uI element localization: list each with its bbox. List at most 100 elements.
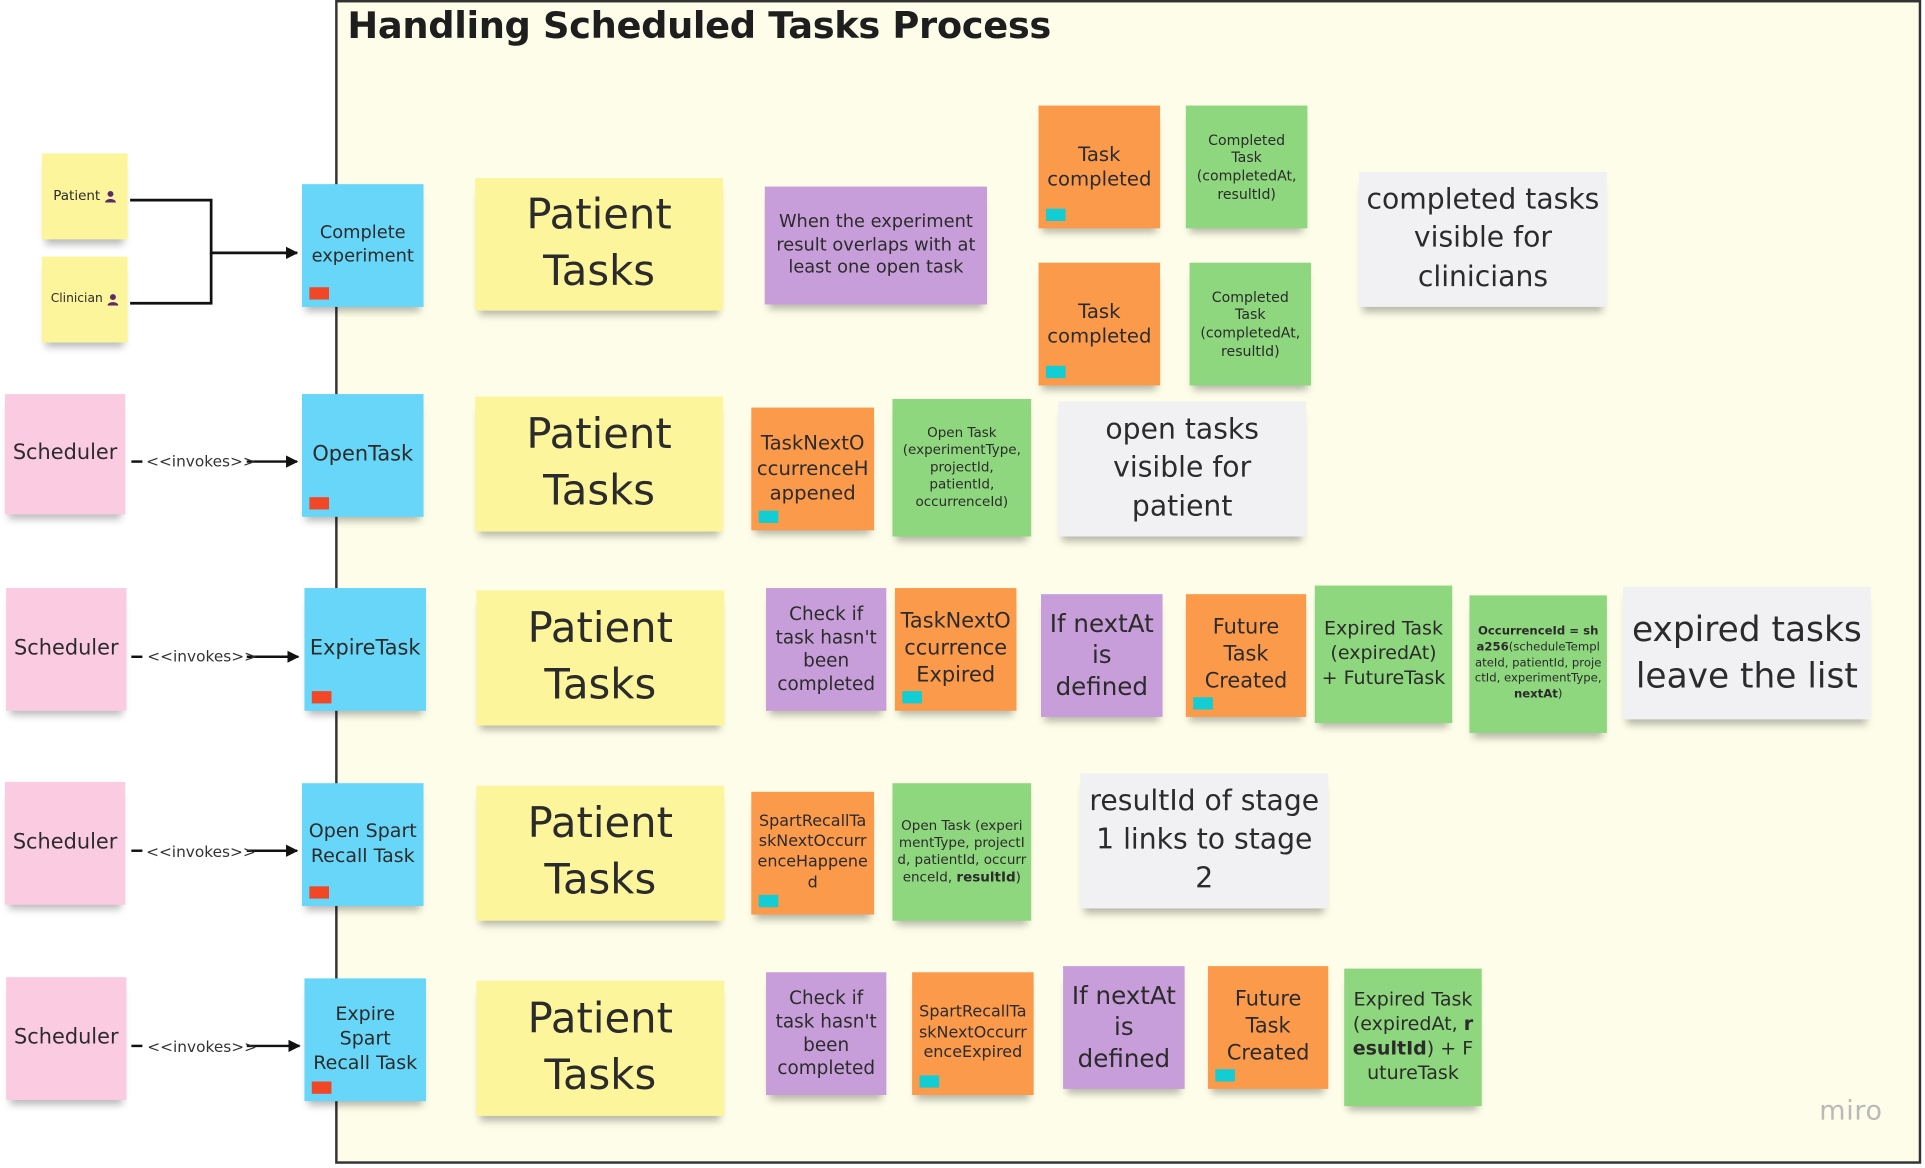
event-future-task-created-1[interactable]: Future Task Created: [1185, 594, 1307, 717]
aggregate-label: Patient Tasks: [527, 604, 673, 710]
readmodel-label: Completed Task (completedAt, resultId): [1196, 130, 1297, 203]
readmodel-expired-task-2[interactable]: Expired Task (expiredAt, resultId) + Fut…: [1344, 968, 1482, 1107]
actor-scheduler-2[interactable]: Scheduler: [6, 588, 127, 711]
policy-overlap[interactable]: When the experiment result overlaps with…: [764, 186, 987, 305]
event-label: TaskNextOccurrenceHappened: [756, 431, 869, 505]
condition-next-at-defined-1[interactable]: If nextAt is defined: [1041, 594, 1163, 717]
actor-scheduler-3[interactable]: Scheduler: [4, 781, 126, 905]
policy-label: Check if task hasn't been completed: [775, 986, 877, 1080]
aggregate-patient-tasks-3[interactable]: Patient Tasks: [476, 590, 725, 726]
aggregate-label: Patient Tasks: [527, 799, 673, 905]
aggregate-patient-tasks-4[interactable]: Patient Tasks: [476, 785, 725, 921]
invokes-label-1: <<invokes>>: [146, 451, 256, 471]
command-complete-experiment[interactable]: Complete experiment: [301, 184, 424, 307]
aggregate-label: Patient Tasks: [526, 410, 672, 516]
event-task-completed-a[interactable]: Task completed: [1038, 105, 1161, 229]
condition-next-at-defined-2[interactable]: If nextAt is defined: [1063, 966, 1185, 1089]
command-label: Complete experiment: [311, 223, 414, 267]
cyan-tag: [902, 691, 922, 704]
cyan-tag: [1045, 365, 1066, 379]
event-label: SpartRecallTaskNextOccurrenceHappened: [757, 812, 868, 893]
command-expire-task[interactable]: ExpireTask: [304, 588, 426, 711]
aggregate-patient-tasks-2[interactable]: Patient Tasks: [475, 396, 724, 532]
frame-title: Handling Scheduled Tasks Process: [347, 4, 1051, 48]
cyan-tag: [919, 1075, 940, 1088]
patient-connector: [130, 198, 299, 260]
actor-clinician[interactable]: Clinician: [41, 256, 128, 343]
condition-label: If nextAt is defined: [1049, 608, 1154, 701]
note-label: expired tasks leave the list: [1631, 609, 1862, 697]
clinician-connector: [130, 252, 213, 305]
red-tag: [309, 886, 329, 899]
policy-check-not-completed-1[interactable]: Check if task hasn't been completed: [766, 588, 887, 711]
aggregate-label: Patient Tasks: [526, 190, 672, 296]
invokes-label-2: <<invokes>>: [147, 646, 257, 666]
readmodel-label: Open Task (experimentType, projectId, pa…: [902, 424, 1021, 510]
formula-text: OccurrenceId = sha256(scheduleTemplateId…: [1474, 625, 1602, 704]
aggregate-label: Patient Tasks: [527, 994, 673, 1100]
formula-bold: OccurrenceId = sha256: [1476, 624, 1599, 655]
invokes-label-3: <<invokes>>: [146, 842, 256, 861]
event-next-occurrence-expired[interactable]: TaskNextOccurrenceExpired: [894, 588, 1017, 711]
cyan-tag: [1215, 1069, 1235, 1082]
note-label: completed tasks visible for clinicians: [1366, 184, 1600, 293]
command-label: OpenTask: [312, 442, 414, 467]
readmodel-pre: Open Task (experimentType, projectId, pa…: [897, 817, 1027, 886]
command-open-spart-recall[interactable]: Open Spart Recall Task: [301, 783, 424, 906]
readmodel-completed-task-a[interactable]: Completed Task (completedAt, resultId): [1185, 105, 1308, 229]
readmodel-pre: Expired Task (expiredAt,: [1352, 988, 1473, 1036]
event-label: Task completed: [1047, 298, 1152, 348]
readmodel-open-task-result[interactable]: Open Task (experimentType, projectId, pa…: [892, 783, 1032, 921]
formula-rest: (scheduleTemplateId, patientId, projectI…: [1474, 640, 1602, 686]
red-tag: [311, 691, 332, 704]
policy-label: Check if task hasn't been completed: [775, 602, 877, 696]
command-expire-spart-recall[interactable]: Expire Spart Recall Task: [304, 978, 426, 1102]
note-result-links[interactable]: resultId of stage 1 links to stage 2: [1080, 773, 1329, 909]
red-tag: [311, 1081, 332, 1094]
formula-close: ): [1557, 687, 1563, 702]
policy-label: When the experiment result overlaps with…: [776, 212, 976, 278]
actor-label: Scheduler: [12, 830, 118, 855]
readmodel-label: Open Task (experimentType, projectId, pa…: [897, 817, 1026, 886]
policy-check-not-completed-2[interactable]: Check if task hasn't been completed: [766, 972, 887, 1096]
formula-bold-2: nextAt: [1513, 687, 1558, 702]
readmodel-post: ): [1015, 869, 1021, 886]
actor-scheduler-4[interactable]: Scheduler: [6, 977, 127, 1100]
actor-patient[interactable]: Patient: [41, 153, 128, 240]
red-tag: [309, 287, 329, 300]
readmodel-expired-task-1[interactable]: Expired Task (expiredAt) + FutureTask: [1314, 585, 1453, 724]
note-open-visible[interactable]: open tasks visible for patient: [1058, 401, 1307, 537]
miro-watermark: miro: [1819, 1096, 1883, 1127]
occurrence-id-formula[interactable]: OccurrenceId = sha256(scheduleTemplateId…: [1469, 595, 1607, 733]
event-label: Future Task Created: [1226, 987, 1310, 1066]
aggregate-patient-tasks-5[interactable]: Patient Tasks: [476, 980, 725, 1116]
event-task-completed-b[interactable]: Task completed: [1038, 262, 1161, 386]
cyan-tag: [758, 894, 779, 908]
command-label: ExpireTask: [309, 636, 421, 661]
command-open-task[interactable]: OpenTask: [301, 394, 424, 517]
cyan-tag: [1193, 697, 1213, 710]
note-completed-visible[interactable]: completed tasks visible for clinicians: [1358, 171, 1607, 307]
note-expired-leave[interactable]: expired tasks leave the list: [1622, 586, 1871, 720]
actor-scheduler-1[interactable]: Scheduler: [4, 394, 126, 515]
command-label: Open Spart Recall Task: [308, 820, 417, 867]
event-label: Future Task Created: [1204, 615, 1288, 694]
event-spart-recall-expired[interactable]: SpartRecallTaskNextOccurrenceExpired: [912, 972, 1034, 1096]
actor-patient-label: Patient: [53, 187, 101, 204]
readmodel-label: Completed Task (completedAt, resultId): [1200, 287, 1301, 360]
event-next-occurrence-happened[interactable]: TaskNextOccurrenceHappened: [751, 407, 875, 531]
command-label: Expire Spart Recall Task: [313, 1003, 418, 1075]
person-icon: [107, 294, 118, 306]
note-label: open tasks visible for patient: [1105, 414, 1259, 523]
readmodel-completed-task-b[interactable]: Completed Task (completedAt, resultId): [1189, 262, 1312, 386]
event-spart-recall-happened[interactable]: SpartRecallTaskNextOccurrenceHappened: [751, 791, 875, 915]
readmodel-open-task[interactable]: Open Task (experimentType, projectId, pa…: [892, 398, 1032, 537]
readmodel-bold: resultId: [1352, 1012, 1474, 1060]
aggregate-patient-tasks-1[interactable]: Patient Tasks: [475, 178, 724, 311]
condition-label: If nextAt is defined: [1071, 980, 1176, 1073]
event-future-task-created-2[interactable]: Future Task Created: [1207, 966, 1329, 1089]
event-label: Task completed: [1047, 141, 1152, 191]
readmodel-label: Expired Task (expiredAt, resultId) + Fut…: [1349, 989, 1477, 1086]
red-tag: [309, 497, 329, 510]
